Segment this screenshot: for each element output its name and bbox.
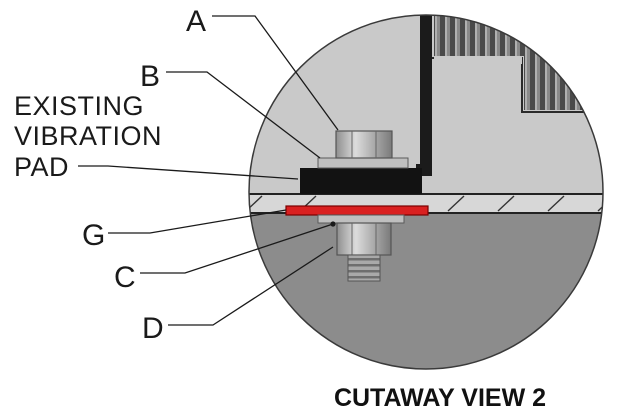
lower-washer [317, 214, 405, 224]
callout-a-leader [212, 15, 339, 131]
pad-label-line-3: PAD [14, 152, 69, 182]
callout-g: G [82, 209, 287, 252]
callout-c-label: C [114, 261, 136, 294]
gasket-g [285, 205, 429, 216]
callout-d: D [142, 246, 334, 345]
view-title: CUTAWAY VIEW 2 [334, 384, 546, 412]
cutaway-circle [249, 15, 603, 369]
vibration-pad [300, 168, 422, 194]
nut-a [335, 130, 393, 159]
callout-b: B [140, 60, 321, 159]
pad-label-line-1: EXISTING [14, 91, 144, 121]
callout-c-leader [140, 223, 334, 274]
callout-b-leader [166, 71, 321, 159]
pad-label-line-2: VIBRATION [14, 121, 162, 151]
callout-c-dot [330, 221, 336, 227]
threaded-stud [347, 254, 381, 282]
existing-vibration-pad-label: EXISTING VIBRATION PAD [14, 91, 299, 182]
callout-d-label: D [142, 312, 164, 345]
callout-g-leader [108, 209, 287, 234]
callout-a: A [186, 5, 339, 131]
pad-leader [78, 165, 299, 180]
callout-b-label: B [140, 60, 160, 93]
lower-housing [249, 213, 603, 369]
washer-b [317, 157, 409, 169]
callout-g-label: G [82, 219, 105, 252]
nut-d [336, 222, 392, 256]
callout-a-label: A [186, 5, 206, 38]
callout-d-leader [168, 246, 334, 326]
cutaway-outline [248, 14, 604, 370]
callout-c: C [114, 221, 336, 294]
